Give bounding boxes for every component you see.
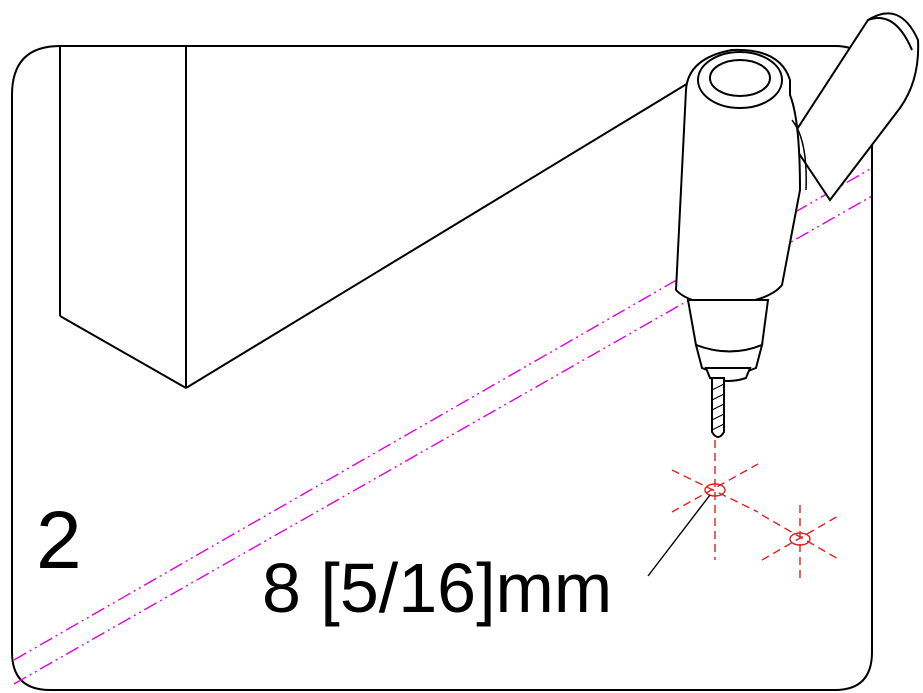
mounted-bracket <box>59 46 691 389</box>
dimension-leader-line <box>647 494 711 577</box>
step-number: 2 <box>36 495 82 586</box>
drill-bit-size-label: 8 [5/16]mm <box>262 549 613 627</box>
drill-hole-crosshair-icon <box>671 440 841 580</box>
power-drill-icon <box>674 12 920 438</box>
